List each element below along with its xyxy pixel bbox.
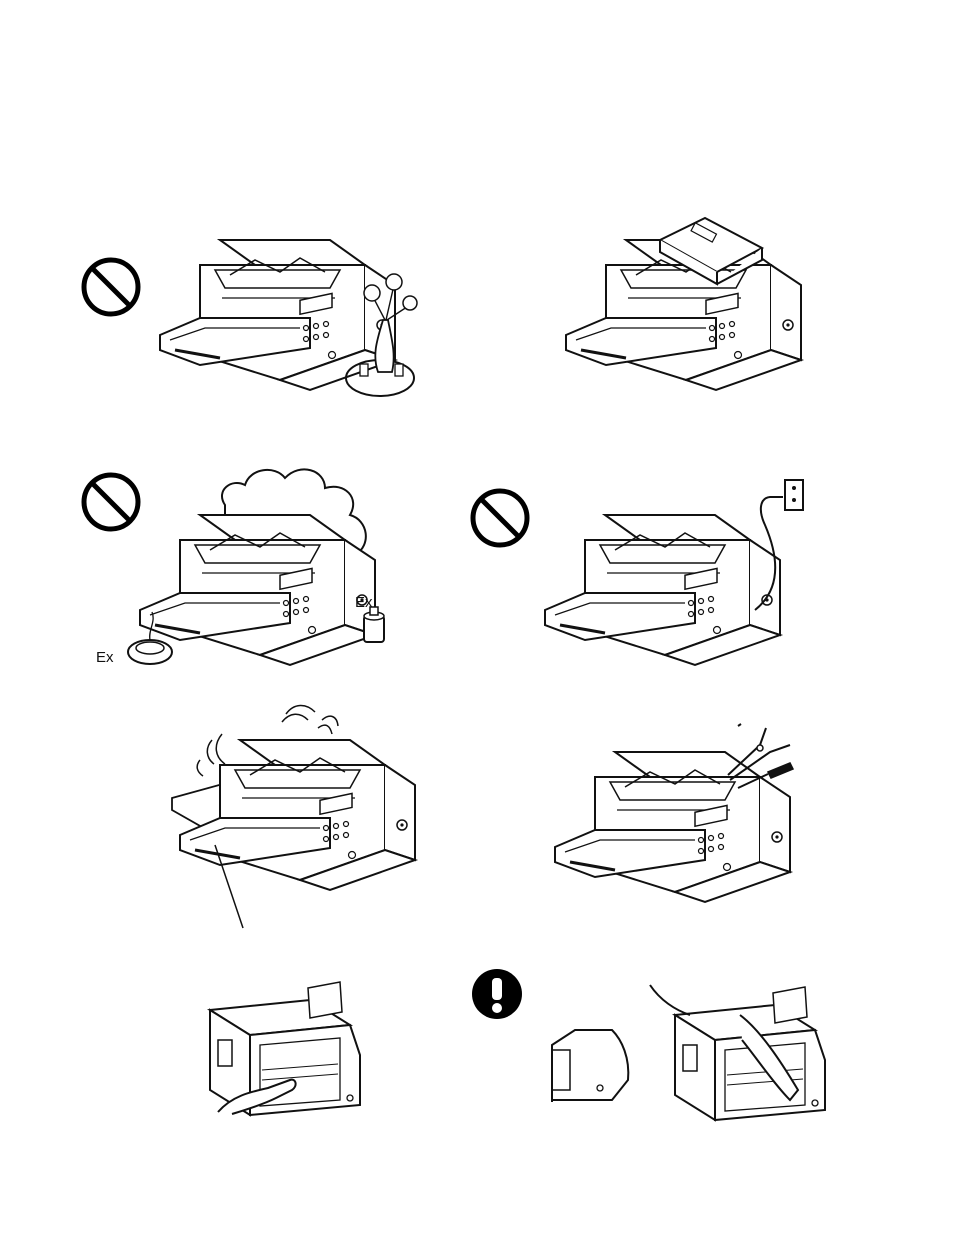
ex-label-left: Ex (96, 649, 114, 666)
prohibition-icon-row1 (84, 260, 138, 314)
scanner-rear-hand-illustration (210, 982, 360, 1115)
prohibition-icon-row2-left (84, 475, 138, 529)
prohibition-icon-row2-right (473, 491, 527, 545)
scanner-with-tools-illustration (555, 724, 793, 902)
scanner-with-book-illustration (566, 218, 801, 390)
scanner-unstable-surface-illustration (172, 705, 415, 928)
scanner-rear-carry-illustration (650, 985, 825, 1120)
mandatory-action-icon (472, 969, 522, 1019)
ex-label-right: Ex (355, 594, 373, 611)
scanner-side-partial-illustration (552, 1030, 628, 1102)
scanner-with-vase-illustration (160, 240, 417, 396)
scanner-power-cord-illustration (545, 480, 803, 665)
scanner-smoke-illustration (128, 469, 384, 665)
